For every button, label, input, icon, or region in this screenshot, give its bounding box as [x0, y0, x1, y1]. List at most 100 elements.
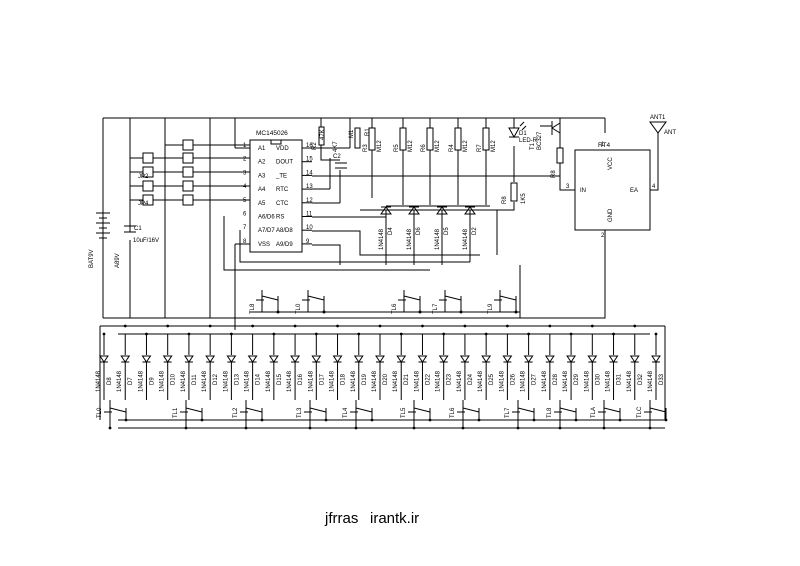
jumper-label-jp4: JP4: [138, 201, 149, 207]
diode-symbol: [268, 355, 279, 363]
diode-part: 1N4148: [499, 370, 505, 392]
switch-ref: TL0: [296, 303, 302, 314]
diode-part: 1N4148: [521, 370, 527, 392]
ic-pin-left-number: 3: [243, 170, 247, 176]
switch-symbol: [439, 290, 462, 312]
resistor-value: M12: [435, 140, 441, 152]
junction-dot: [272, 332, 276, 336]
jumper-block: JP2 JP4: [130, 139, 250, 207]
junction-dot: [477, 418, 481, 422]
r2-value: 4K7: [333, 141, 339, 152]
led-d1: D1 LED-R: [508, 121, 538, 144]
diode-symbol: [99, 355, 109, 363]
resistor-value: M12: [377, 140, 383, 152]
diode-ref: D15: [277, 373, 283, 385]
c1-ref: C1: [134, 226, 142, 232]
r1-ref: R1: [365, 128, 371, 136]
switch-ref: TL6: [392, 303, 398, 314]
diode-symbol: [396, 355, 407, 363]
switch-symbol: [350, 400, 373, 428]
switch-symbol: [304, 400, 327, 428]
diode-part: 1N4148: [202, 370, 208, 392]
diode-symbol: [651, 355, 661, 363]
junction-dot: [354, 426, 358, 430]
diode-part: 1N4148: [330, 370, 336, 392]
diode-part: 1N4148: [245, 370, 251, 392]
diode-ref: D22: [425, 373, 431, 385]
junction-dot: [260, 418, 264, 422]
junction-dot: [378, 324, 382, 328]
junction-dot: [276, 310, 280, 314]
junction-dot: [145, 332, 148, 336]
ic-pin-left-number: 2: [243, 157, 247, 163]
diode-ref: D21: [404, 373, 410, 385]
junction-dot: [648, 426, 652, 430]
resistor-ref: R5: [394, 144, 400, 152]
switch-symbol: [104, 400, 127, 428]
ic-pin-left-number: 7: [243, 225, 247, 231]
diode-symbol: [566, 355, 577, 363]
junction-dot: [124, 418, 128, 422]
diode-symbol: [459, 355, 470, 363]
junction-dot: [314, 332, 318, 336]
diode-part: 1N4148: [266, 370, 272, 392]
ant-label: ANT: [664, 130, 676, 136]
r8-ref: R8: [502, 196, 508, 204]
switch-ref: TL8: [250, 303, 256, 314]
diode-symbol: [502, 355, 513, 363]
diode-ref: D16: [298, 373, 304, 385]
ic-pin-right-label: RTC: [276, 187, 289, 193]
ic-pin-left-label: A5: [258, 201, 266, 207]
junction-dot: [654, 332, 658, 336]
switch-ref: TL6: [450, 407, 456, 418]
ic-pin-left-label: A7/D7: [258, 228, 275, 234]
switch-symbol: [512, 400, 535, 428]
diode-ref: D31: [617, 373, 623, 385]
ic-pin-left-label: A1: [258, 146, 266, 152]
diode-part: 1N4148: [379, 228, 385, 250]
ic-pin-right-number: 11: [306, 212, 313, 218]
ic-pin-left-number: 4: [243, 184, 247, 190]
diode-part: 1N4148: [542, 370, 548, 392]
author-credit: jfrras: [325, 510, 359, 527]
resistor-body: [368, 127, 376, 151]
junction-dot: [357, 332, 361, 336]
t1-part: BC327: [537, 131, 543, 150]
diode-part: 1N4148: [393, 370, 399, 392]
switch-ref: TL4: [343, 407, 349, 418]
junction-dot: [421, 324, 424, 328]
diode-symbol: [436, 206, 448, 215]
ic-pin-right-number: 13: [306, 184, 313, 190]
diode-ref: D6: [416, 227, 422, 235]
capacitor-c2: C2: [333, 154, 347, 169]
switch-symbol: [408, 400, 431, 428]
switch-symbol: [302, 290, 325, 312]
ic-pin-left-number: 6: [243, 212, 247, 218]
r9-value: 47K: [320, 129, 326, 140]
ic-pin-right-number: 16: [306, 143, 313, 149]
ic-pin-right-label: A9/D9: [276, 242, 293, 248]
ic-pin-left-number: 5: [243, 198, 247, 204]
diode-symbol: [183, 355, 194, 363]
resistor-value: M12: [408, 140, 414, 152]
diode-ref: D13: [234, 373, 240, 385]
switch-symbol: [398, 290, 421, 312]
junction-dot: [336, 324, 339, 328]
switch-symbol: [598, 400, 621, 428]
junction-dot: [558, 426, 562, 430]
diode-part: 1N4148: [584, 370, 590, 392]
ic-pin-left-number: 8: [243, 239, 247, 245]
led-ref: D1: [519, 131, 527, 137]
diode-ref: D4: [388, 227, 394, 235]
switch-symbol: [256, 290, 279, 312]
junction-dot: [463, 324, 467, 328]
c1-value: 10uF/16V: [133, 238, 159, 244]
diode-part: 1N4148: [563, 370, 569, 392]
junction-dot: [664, 418, 668, 422]
junction-dot: [527, 332, 531, 336]
rt4-pin3: 3: [566, 184, 570, 190]
diode-ref: D2: [472, 227, 478, 235]
